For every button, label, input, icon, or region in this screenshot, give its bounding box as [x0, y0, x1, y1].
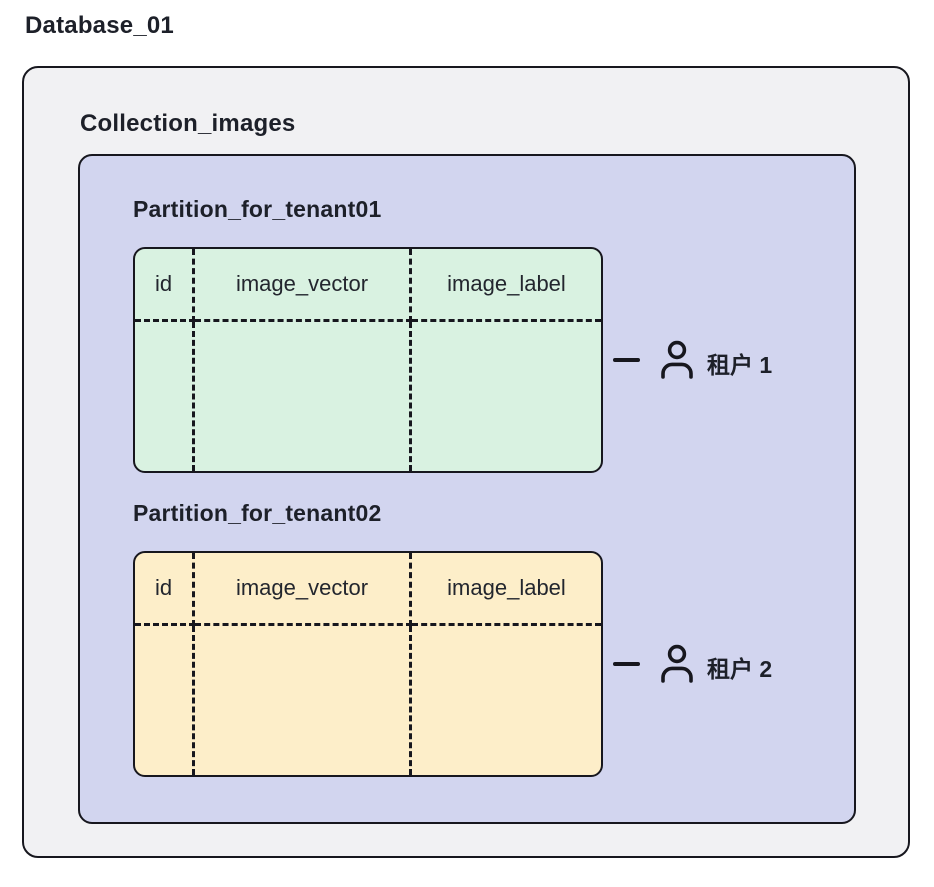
partition2-col-image-label: image_label — [412, 553, 601, 626]
database-title: Database_01 — [25, 12, 174, 39]
partition1-body-cell — [135, 322, 195, 471]
partition2-tenant-connector — [613, 662, 640, 666]
collection-title: Collection_images — [80, 110, 296, 137]
partition1-body-cell — [412, 322, 601, 471]
person-icon — [653, 336, 701, 384]
tenant1-label: 租户 1 — [707, 352, 773, 378]
partition1-tenant-connector — [613, 358, 640, 362]
partition1-col-image-label: image_label — [412, 249, 601, 322]
partition1-title: Partition_for_tenant01 — [133, 196, 382, 222]
partition1-col-image-vector: image_vector — [195, 249, 412, 322]
partition2-col-image-vector: image_vector — [195, 553, 412, 626]
tenant2-label: 租户 2 — [707, 656, 773, 682]
partition2-body-cell — [195, 626, 412, 775]
partition2-title: Partition_for_tenant02 — [133, 500, 382, 526]
person-icon — [653, 640, 701, 688]
partition1-body-cell — [195, 322, 412, 471]
partition1-col-id: id — [135, 249, 195, 322]
partition1-table: id image_vector image_label — [133, 247, 603, 473]
partition2-body-cell — [412, 626, 601, 775]
partition2-col-id: id — [135, 553, 195, 626]
partition2-table: id image_vector image_label — [133, 551, 603, 777]
partition2-body-cell — [135, 626, 195, 775]
